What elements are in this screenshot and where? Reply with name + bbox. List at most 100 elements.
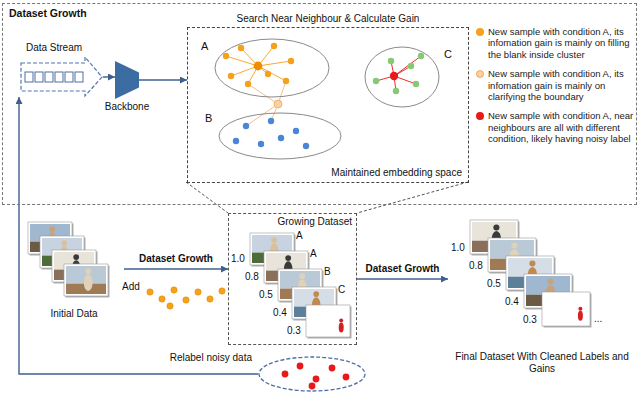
- sample-dot: [195, 289, 201, 295]
- node-text: Maintained embedding space: [331, 167, 462, 179]
- photo-frame: [64, 264, 108, 296]
- sample-dot: [268, 118, 274, 124]
- sample-dot: [183, 297, 189, 303]
- outline-ellipse: [259, 357, 365, 391]
- node-text: C: [444, 48, 452, 61]
- stream-item: [25, 72, 33, 82]
- node-text: Initial Data: [24, 308, 124, 320]
- image-set: Final Dataset With Cleaned Labels and Ga…: [448, 215, 636, 375]
- sample-dot: [147, 289, 153, 295]
- gain-score: 0.3: [523, 314, 537, 326]
- photo: [542, 292, 592, 328]
- sample-dot: [223, 53, 229, 59]
- sample-dot: [171, 287, 177, 293]
- photo: [306, 305, 352, 339]
- class-letter: A: [296, 230, 303, 242]
- stream-item: [65, 72, 73, 82]
- connector-arrow: [357, 278, 448, 279]
- person-head: [578, 307, 582, 311]
- sample-dot: [388, 58, 394, 64]
- person-head: [493, 224, 499, 230]
- noisy-dot: [282, 371, 289, 378]
- person-head: [511, 242, 517, 248]
- node-text: Data Stream: [15, 42, 93, 54]
- noisy-data-ellipse: Relabel noisy data: [258, 356, 366, 392]
- legend-text: New sample with condition A, near neighb…: [488, 110, 634, 144]
- gain-score: 0.4: [505, 296, 519, 308]
- outline-ellipse: [365, 47, 439, 107]
- neighbour-link: [258, 66, 286, 81]
- stream-item: [55, 72, 63, 82]
- class-letter: C: [338, 284, 345, 296]
- node-outline: [115, 61, 139, 99]
- data-stream-arrow: Data Stream: [15, 41, 103, 97]
- backbone-shape: [115, 61, 139, 99]
- person-head: [85, 268, 91, 274]
- sample-dot: [418, 53, 424, 59]
- sample-dot: [233, 138, 239, 144]
- stream-arrow-outline: [21, 57, 102, 96]
- sample-dot: [278, 135, 284, 141]
- sample-dot: [373, 78, 379, 84]
- photo-sky: [544, 294, 588, 313]
- noisy-dot: [343, 374, 350, 381]
- person-figure: [578, 311, 583, 321]
- gain-score: 0.8: [469, 260, 483, 272]
- legend-swatch: [476, 112, 484, 120]
- legend-text: New sample with condition A, its infomat…: [488, 68, 634, 102]
- cluster-ellipse: B: [218, 112, 342, 160]
- stream-item: [75, 72, 83, 82]
- sample-dot: [219, 288, 225, 294]
- photo-frame: [542, 292, 590, 326]
- node-text: Dataset Growth: [9, 7, 87, 20]
- person-head: [529, 260, 535, 266]
- new-sample-dot: [274, 100, 282, 108]
- legend-text: New sample with condition A, its infomat…: [488, 26, 634, 60]
- person-head: [285, 255, 291, 261]
- new-sample-dot: [390, 72, 398, 80]
- outline-ellipse: [219, 113, 341, 159]
- person-figure: [84, 274, 93, 291]
- sample-dot: [288, 58, 294, 64]
- cluster-ellipse: C: [364, 46, 440, 108]
- node-outline: [258, 356, 366, 392]
- connector-arrow: [103, 76, 115, 77]
- sample-dot: [283, 78, 289, 84]
- sample-dot: [393, 88, 399, 94]
- neighbour-link: [246, 104, 278, 126]
- sample-dot: [245, 81, 251, 87]
- gain-score: 0.4: [273, 307, 287, 319]
- node-text: Final Dataset With Cleaned Labels and Ga…: [448, 351, 636, 375]
- noisy-dot: [313, 376, 320, 383]
- backbone-block: Backbone: [115, 61, 139, 99]
- person-figure: [339, 322, 344, 332]
- person-head: [61, 240, 67, 246]
- gain-score: 0.5: [259, 289, 273, 301]
- node-outline: [218, 112, 342, 160]
- photo-shadow: [544, 294, 592, 328]
- sample-dot: [238, 45, 244, 51]
- sample-dot: [303, 143, 309, 149]
- sample-dot: [413, 81, 419, 87]
- cluster-ellipse: A: [214, 38, 330, 98]
- edge-label: Dataset Growth: [364, 263, 442, 275]
- sample-dot: [265, 71, 271, 77]
- ellipsis: ...: [594, 313, 602, 325]
- node-text: A: [201, 40, 208, 53]
- zoom-line: [186, 182, 228, 213]
- sample-dot: [293, 128, 299, 134]
- new-sample-dot: [254, 62, 263, 71]
- gain-score: 0.3: [287, 325, 301, 337]
- photo-sky: [308, 307, 348, 325]
- node-outline: [214, 38, 330, 98]
- node-text: Backbone: [105, 101, 149, 113]
- embedding-space-box: ABCSearch Near Neighbour & Calculate Gai…: [187, 27, 469, 183]
- photo: [64, 264, 110, 298]
- person-head: [49, 226, 55, 232]
- add-label: Add: [122, 281, 140, 293]
- image-set: Initial Data: [24, 218, 124, 320]
- connector-arrow: [19, 97, 258, 374]
- stream-item: [45, 72, 53, 82]
- person-head: [299, 273, 305, 279]
